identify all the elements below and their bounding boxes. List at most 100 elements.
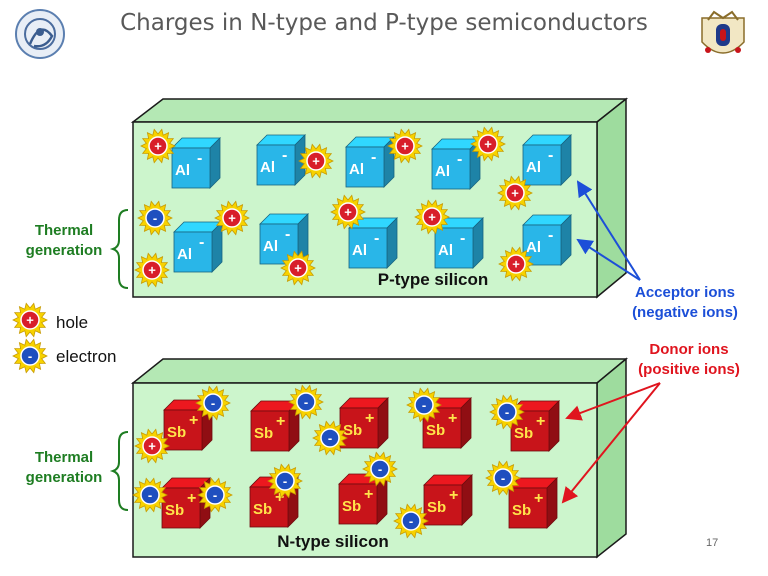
ion-charge: - <box>548 227 553 244</box>
ion-symbol: Al <box>175 162 190 179</box>
ion-charge: + <box>276 413 285 430</box>
donor-ion-sb-9: Sb+ <box>423 474 473 526</box>
ion-symbol: Al <box>349 161 364 178</box>
ion-charge: + <box>449 487 458 504</box>
electron-n-8: - <box>267 463 303 499</box>
acceptor-line2: (negative ions) <box>632 304 738 321</box>
electron-n-11: - <box>197 477 233 513</box>
ion-symbol: Al <box>435 163 450 180</box>
hole-p-4: + <box>470 126 506 162</box>
acceptor-ion-al-1: Al- <box>171 137 221 189</box>
hole-sign: + <box>512 257 520 272</box>
ion-charge: + <box>187 490 196 507</box>
electron-sign: - <box>378 462 382 477</box>
electron-sign: - <box>422 398 426 413</box>
acceptor-ion-al-4: Al- <box>431 138 481 190</box>
ion-symbol: Sb <box>167 424 186 441</box>
ion-symbol: Sb <box>427 499 446 516</box>
ion-symbol: Sb <box>512 502 531 519</box>
legend-hole-label: hole <box>56 313 89 332</box>
hole-sign: + <box>294 261 302 276</box>
donor-ion-sb-8: Sb+ <box>338 473 388 525</box>
university-crest-right <box>701 10 745 54</box>
acceptor-ion-al-3: Al- <box>345 136 395 188</box>
thermal-brace-top <box>109 209 129 289</box>
hole-p-5: + <box>497 175 533 211</box>
acceptor-ion-al-2: Al- <box>256 134 306 186</box>
ion-charge: - <box>374 230 379 247</box>
acceptor-ion-al-6: Al- <box>173 221 223 273</box>
ion-symbol: Al <box>352 242 367 259</box>
ion-charge: - <box>371 149 376 166</box>
electron-n-4: - <box>489 394 525 430</box>
ion-charge: - <box>197 150 202 167</box>
ion-charge: - <box>199 234 204 251</box>
legend-electron-icon: - <box>12 338 48 374</box>
ion-charge: + <box>365 410 374 427</box>
ion-symbol: Sb <box>514 425 533 442</box>
ion-symbol: Sb <box>426 422 445 439</box>
slide-title: Charges in N-type and P-type semiconduct… <box>120 10 648 36</box>
hole-sign: + <box>344 205 352 220</box>
ion-charge: - <box>460 230 465 247</box>
electron-n-2: - <box>288 384 324 420</box>
electron-sign: - <box>501 471 505 486</box>
electron-n-10: - <box>132 477 168 513</box>
thermal-line2-n: generation <box>25 469 103 486</box>
ion-symbol: Al <box>263 238 278 255</box>
ion-charge: + <box>189 412 198 429</box>
ion-charge: + <box>275 489 284 506</box>
donor-line1: Donor ions <box>649 341 729 358</box>
thermal-line2-p: generation <box>25 242 103 259</box>
n-type-label: N-type silicon <box>277 532 388 551</box>
thermal-brace-bottom <box>109 431 129 511</box>
electron-sign: - <box>213 488 217 503</box>
hole-p-7: + <box>214 200 250 236</box>
legend-icons: +- <box>12 302 48 374</box>
hole-sign: + <box>148 263 156 278</box>
acceptor-ion-al-5: Al- <box>522 134 572 186</box>
electron-sign: - <box>211 396 215 411</box>
ion-symbol: Al <box>260 159 275 176</box>
hole-sign: + <box>428 210 436 225</box>
ion-symbol: Sb <box>165 502 184 519</box>
electron-p-6: - <box>137 200 173 236</box>
electron-sign: - <box>153 211 157 226</box>
electron-sign: - <box>304 395 308 410</box>
donor-ions-label: Donor ions (positive ions) <box>624 340 754 380</box>
ion-symbol: Sb <box>253 501 272 518</box>
electron-sign: - <box>505 405 509 420</box>
legend-hole-icon: + <box>12 302 48 338</box>
hole-p-1: + <box>140 128 176 164</box>
electron-sign: - <box>28 349 32 364</box>
hole-p-8: + <box>330 194 366 230</box>
hole-p-12: + <box>498 246 534 282</box>
ion-charge: - <box>285 226 290 243</box>
acceptor-line1: Acceptor ions <box>634 284 736 301</box>
thermal-line1-p: Thermal <box>34 222 94 239</box>
hole-sign: + <box>154 139 162 154</box>
ion-charge: - <box>548 147 553 164</box>
electron-n-12: - <box>393 503 429 539</box>
hole-sign: + <box>228 211 236 226</box>
thermal-line1-n: Thermal <box>34 449 94 466</box>
hole-p-10: + <box>134 252 170 288</box>
electron-n-9: - <box>485 460 521 496</box>
ion-symbol: Sb <box>343 422 362 439</box>
hole-sign: + <box>26 313 34 328</box>
ion-charge: + <box>536 413 545 430</box>
university-logo-left <box>15 9 65 59</box>
hole-p-11: + <box>280 250 316 286</box>
hole-p-2: + <box>298 143 334 179</box>
acceptor-ion-al-10: Al- <box>522 214 572 266</box>
thermal-generation-label-n: Thermal generation <box>14 448 114 488</box>
acceptor-ion-al-7: Al- <box>259 213 309 265</box>
ion-symbol: Sb <box>254 425 273 442</box>
electron-sign: - <box>409 514 413 529</box>
acceptor-ion-al-9: Al- <box>434 217 484 269</box>
donor-ion-sb-6: Sb+ <box>161 477 211 529</box>
donor-ion-sb-3: Sb+ <box>339 397 389 449</box>
acceptor-ions-label: Acceptor ions (negative ions) <box>620 283 750 323</box>
acceptor-ion-al-8: Al- <box>348 217 398 269</box>
